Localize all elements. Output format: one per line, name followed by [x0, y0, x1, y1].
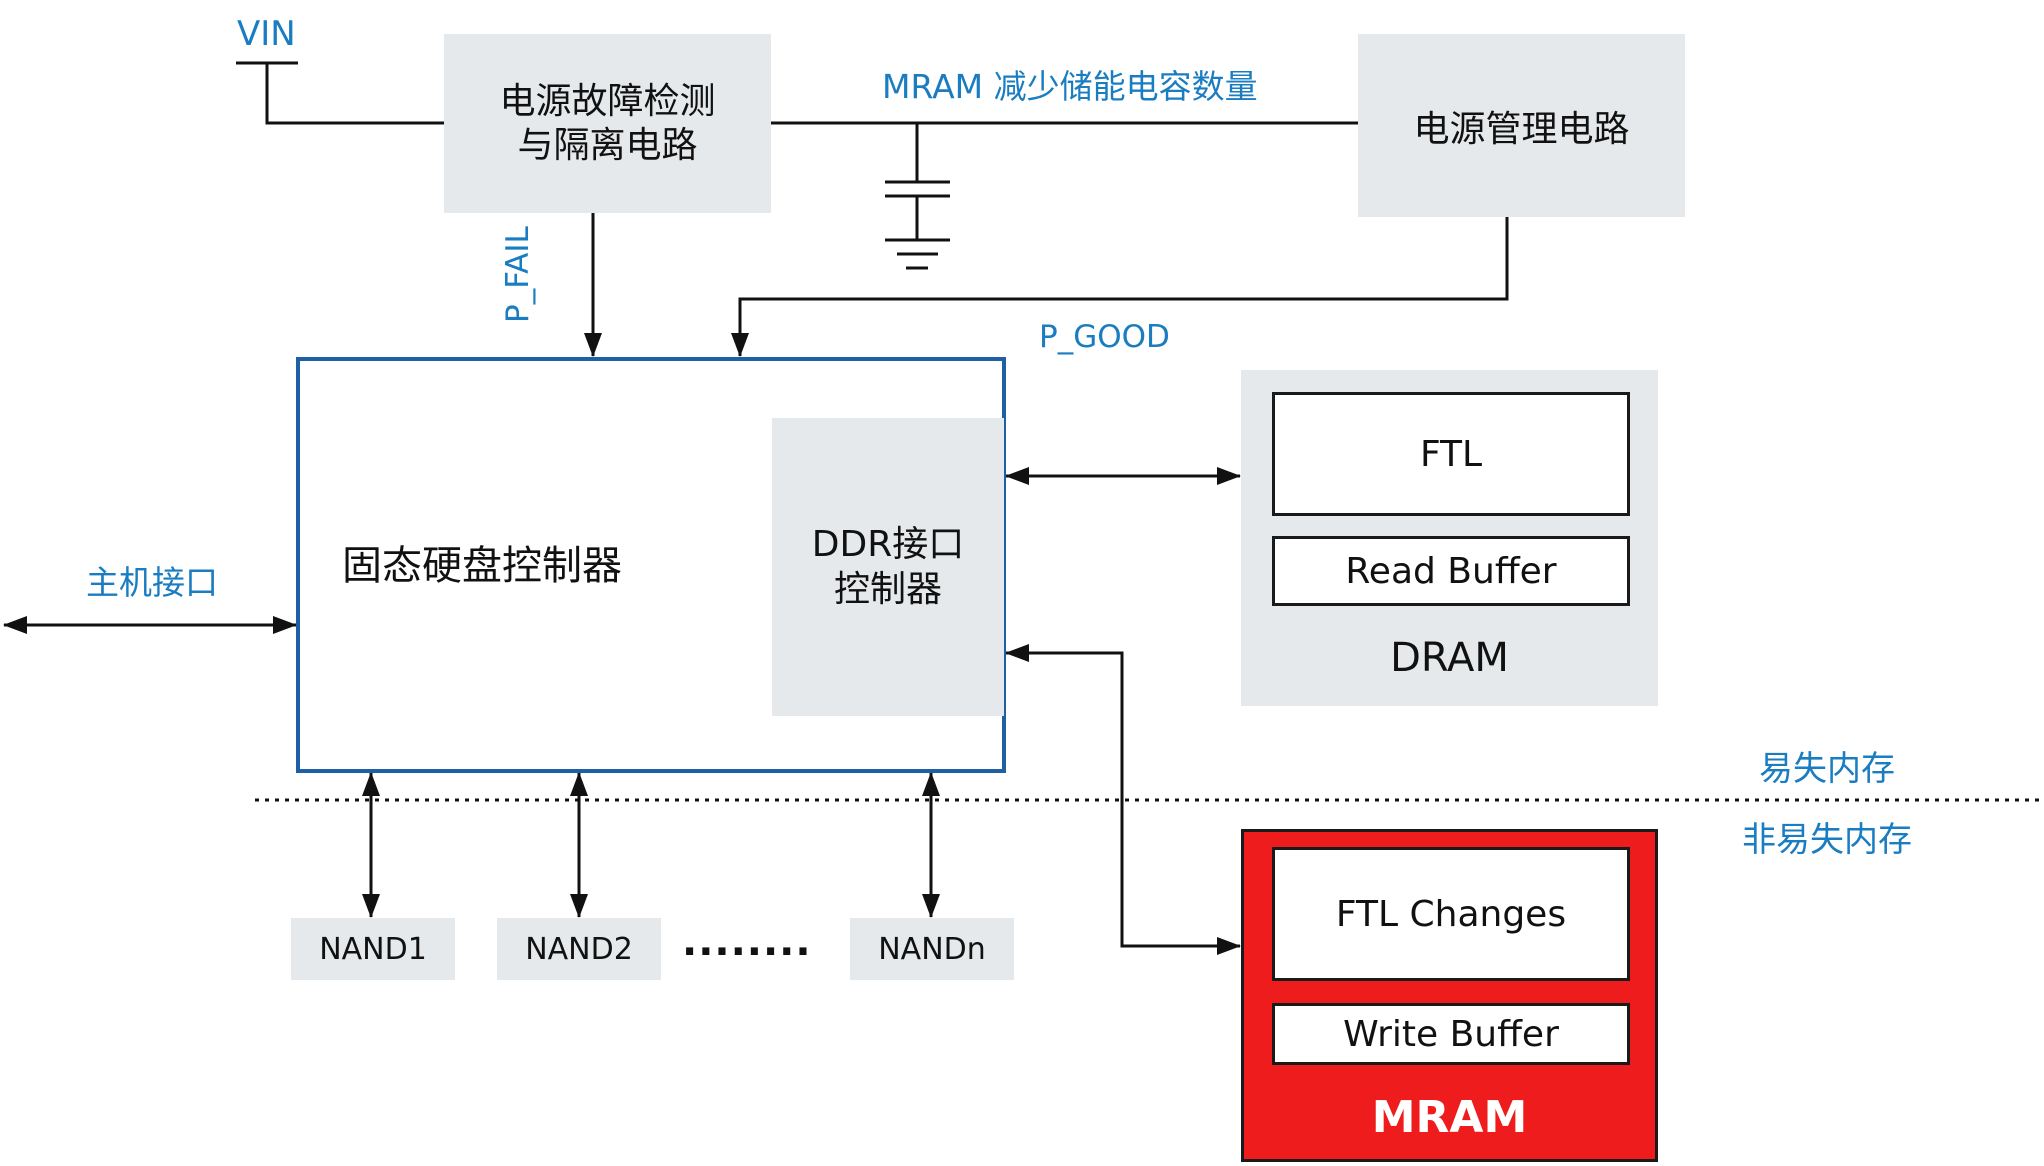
host-interface-label: 主机接口 [86, 563, 218, 602]
dram-label: DRAM [1390, 635, 1509, 681]
nand-chip-1: NAND1 [291, 918, 455, 980]
vin-label: VIN [237, 14, 296, 54]
volatile-memory-label: 易失内存 [1759, 749, 1895, 789]
vin-wire [265, 63, 444, 125]
write-buffer-box: Write Buffer [1272, 1003, 1630, 1065]
ftl-changes-box: FTL Changes [1272, 847, 1630, 981]
dram-ftl-box: FTL [1272, 392, 1630, 516]
nand-chip-n-label: NANDn [878, 931, 986, 967]
nand-chip-2-label: NAND2 [525, 931, 633, 967]
ddr-controller-block: DDR接口 控制器 [772, 418, 1004, 716]
pmic-label: 电源管理电路 [1413, 108, 1630, 150]
p-good-label: P_GOOD [1039, 319, 1170, 355]
read-buffer-label: Read Buffer [1345, 550, 1557, 592]
nand-ellipsis: ........ [682, 919, 812, 965]
dram-block: FTL Read Buffer DRAM [1241, 370, 1658, 706]
ddr-controller-line1: DDR接口 [811, 524, 965, 565]
nand-chip-1-label: NAND1 [319, 931, 427, 967]
mram-block: FTL Changes Write Buffer MRAM [1241, 829, 1658, 1162]
fault-detect-block: 电源故障检测 与隔离电路 [444, 34, 771, 213]
nand-chip-n: NANDn [850, 918, 1014, 980]
fault-detect-line1: 电源故障检测 [499, 81, 716, 123]
pmic-block: 电源管理电路 [1358, 34, 1685, 217]
dram-ftl-label: FTL [1419, 433, 1483, 475]
p-fail-label: P_FAIL [500, 226, 536, 323]
ssd-controller-title: 固态硬盘控制器 [342, 543, 622, 589]
nonvolatile-memory-label: 非易失内存 [1742, 820, 1912, 860]
fault-detect-line2: 与隔离电路 [517, 124, 698, 166]
p-good-arrow [731, 217, 1509, 357]
ftl-changes-label: FTL Changes [1335, 893, 1567, 935]
write-buffer-label: Write Buffer [1343, 1013, 1559, 1055]
ddr-mram-arrow [1005, 644, 1241, 955]
ddr-controller-line2: 控制器 [833, 569, 942, 610]
mram-label: MRAM [1371, 1092, 1528, 1143]
nand-chip-2: NAND2 [497, 918, 661, 980]
ssd-controller-block: 固态硬盘控制器 DDR接口 控制器 [296, 357, 1006, 773]
mram-note-label: MRAM 减少储能电容数量 [882, 67, 1258, 106]
read-buffer-box: Read Buffer [1272, 536, 1630, 606]
